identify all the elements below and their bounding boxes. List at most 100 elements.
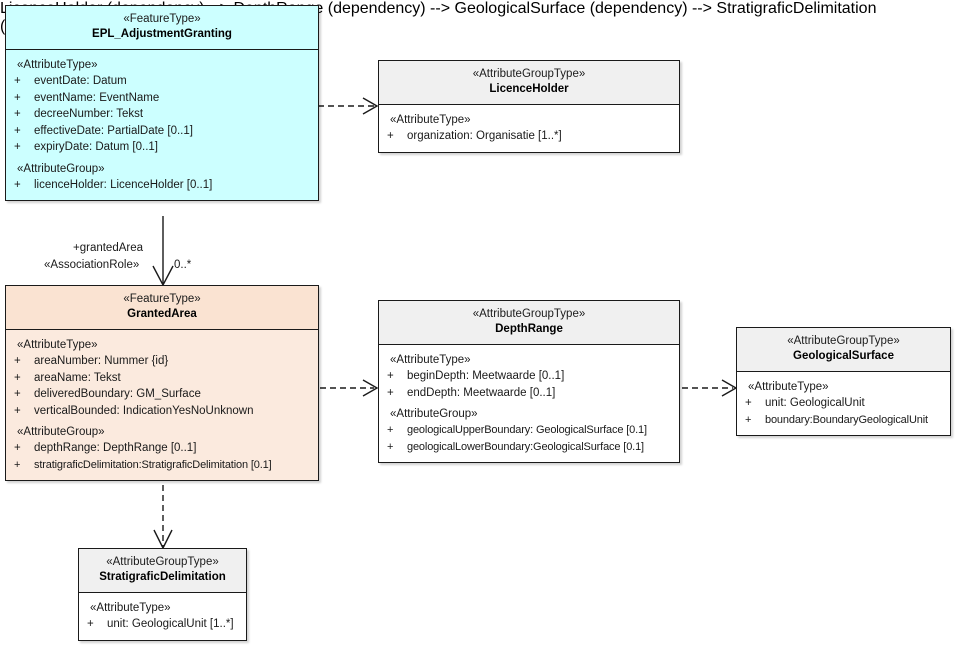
attribute-text: stratigraficDelimitation:StratigraficDel… bbox=[34, 458, 272, 471]
attribute-text: unit: GeologicalUnit bbox=[765, 397, 865, 409]
connector-depth-range-to-geological-surface[interactable] bbox=[682, 373, 739, 403]
class-body-geological-surface: «AttributeType» +unit: GeologicalUnit + b… bbox=[737, 372, 950, 435]
attribute-visibility: + bbox=[387, 370, 394, 382]
compartment-label: «AttributeType» bbox=[748, 381, 829, 393]
attribute-row[interactable]: + geologicalUpperBoundary: GeologicalSurf… bbox=[379, 422, 679, 439]
compartment-label: «AttributeType» bbox=[17, 339, 98, 351]
class-body-depth-range: «AttributeType» + beginDepth: Meetwaarde … bbox=[379, 345, 679, 462]
attribute-row[interactable]: + endDepth: Meetwaarde [0..1] bbox=[379, 385, 679, 402]
attribute-row[interactable]: + stratigraficDelimitation:StratigraficDe… bbox=[6, 457, 318, 474]
attribute-row[interactable]: +unit: GeologicalUnit bbox=[737, 395, 950, 412]
attribute-visibility: + bbox=[14, 404, 21, 417]
attribute-row[interactable]: + decreeNumber: Tekst bbox=[6, 106, 318, 123]
attribute-row[interactable]: + licenceHolder: LicenceHolder [0..1] bbox=[6, 177, 318, 194]
attribute-text: unit: GeologicalUnit [1..*] bbox=[107, 618, 234, 630]
attribute-row[interactable]: + geologicalLowerBoundary:GeologicalSurfa… bbox=[379, 439, 679, 456]
attribute-visibility: + bbox=[14, 178, 21, 191]
connector-granted-area-to-stratigrafic-delimitation[interactable] bbox=[148, 485, 188, 551]
class-box-licence-holder[interactable]: «AttributeGroupType» LicenceHolder «Attr… bbox=[378, 60, 680, 153]
attribute-row[interactable]: +areaNumber: Nummer {id} bbox=[6, 353, 318, 370]
attribute-row[interactable]: + depthRange: DepthRange [0..1] bbox=[6, 440, 318, 457]
connector-granting-to-granted-area[interactable] bbox=[148, 216, 188, 288]
class-header-depth-range: «AttributeGroupType» DepthRange bbox=[379, 301, 679, 345]
connector-granting-to-licence-holder[interactable] bbox=[318, 90, 380, 120]
attribute-row[interactable]: +areaName: Tekst bbox=[6, 370, 318, 387]
class-header-stratigrafic-delimitation: «AttributeGroupType» StratigraficDelimit… bbox=[79, 549, 246, 593]
attribute-visibility: + bbox=[14, 141, 21, 153]
attribute-visibility: + bbox=[387, 130, 394, 142]
attribute-visibility: + bbox=[14, 458, 21, 471]
attribute-text: areaNumber: Nummer {id} bbox=[34, 355, 169, 367]
compartment-label: «AttributeGroup» bbox=[390, 408, 478, 420]
class-name: GrantedArea bbox=[127, 308, 197, 320]
association-multiplicity-label: 0..* bbox=[174, 259, 192, 271]
class-box-depth-range[interactable]: «AttributeGroupType» DepthRange «Attribu… bbox=[378, 300, 680, 463]
class-name: LicenceHolder bbox=[489, 83, 569, 95]
class-header-licence-holder: «AttributeGroupType» LicenceHolder bbox=[379, 61, 679, 105]
attribute-visibility: + bbox=[14, 371, 21, 384]
attribute-visibility: + bbox=[14, 108, 21, 120]
attribute-row[interactable]: + eventDate: Datum bbox=[6, 73, 318, 90]
class-name: DepthRange bbox=[495, 323, 563, 335]
attribute-text: effectiveDate: PartialDate [0..1] bbox=[34, 124, 193, 137]
connector-granted-area-to-depth-range[interactable] bbox=[320, 373, 380, 403]
attribute-visibility: + bbox=[14, 75, 21, 87]
attribute-row[interactable]: + verticalBounded: IndicationYesNoUnknown bbox=[6, 403, 318, 420]
attribute-text: beginDepth: Meetwaarde [0..1] bbox=[407, 370, 565, 382]
attribute-text: verticalBounded: IndicationYesNoUnknown bbox=[34, 404, 254, 417]
class-stereotype: «AttributeGroupType» bbox=[472, 308, 586, 320]
attribute-visibility: + bbox=[14, 124, 21, 137]
attribute-row[interactable]: + beginDepth: Meetwaarde [0..1] bbox=[379, 368, 679, 385]
attribute-visibility: + bbox=[387, 386, 394, 399]
compartment-label: «AttributeGroup» bbox=[17, 426, 105, 438]
attribute-text: boundary:BoundaryGeologicalUnit bbox=[765, 413, 928, 426]
class-box-geological-surface[interactable]: «AttributeGroupType» GeologicalSurface «… bbox=[736, 327, 951, 436]
attribute-row[interactable]: + organization: Organisatie [1..*] bbox=[379, 128, 679, 145]
class-box-epl-adjustment-granting[interactable]: «FeatureType» EPL_AdjustmentGranting «At… bbox=[5, 5, 319, 201]
attribute-visibility: + bbox=[745, 413, 752, 426]
attribute-row[interactable]: + unit: GeologicalUnit [1..*] bbox=[79, 616, 246, 633]
attribute-text: geologicalUpperBoundary: GeologicalSurfa… bbox=[407, 424, 647, 436]
attribute-text: eventName: EventName bbox=[34, 91, 160, 104]
attribute-text: deliveredBoundary: GM_Surface bbox=[34, 388, 201, 400]
compartment-label: «AttributeType» bbox=[90, 602, 171, 614]
attribute-row[interactable]: + effectiveDate: PartialDate [0..1] bbox=[6, 123, 318, 140]
class-stereotype: «AttributeGroupType» bbox=[787, 335, 900, 347]
compartment-label: «AttributeType» bbox=[17, 59, 98, 71]
attribute-row[interactable]: +deliveredBoundary: GM_Surface bbox=[6, 386, 318, 403]
class-body-stratigrafic-delimitation: «AttributeType» + unit: GeologicalUnit [1… bbox=[79, 593, 246, 640]
class-header-geological-surface: «AttributeGroupType» GeologicalSurface bbox=[737, 328, 950, 372]
attribute-visibility: + bbox=[14, 91, 21, 104]
attribute-text: eventDate: Datum bbox=[34, 75, 127, 87]
class-name: GeologicalSurface bbox=[793, 350, 894, 362]
attribute-row[interactable]: + boundary:BoundaryGeologicalUnit bbox=[737, 412, 950, 429]
class-name: EPL_AdjustmentGranting bbox=[92, 28, 232, 40]
attribute-visibility: + bbox=[387, 424, 394, 436]
class-body-granted-area: «AttributeType» +areaNumber: Nummer {id}… bbox=[6, 330, 318, 480]
compartment-label: «AttributeType» bbox=[390, 114, 471, 126]
attribute-visibility: + bbox=[14, 442, 21, 454]
class-header-granted-area: «FeatureType» GrantedArea bbox=[6, 286, 318, 330]
class-body-licence-holder: «AttributeType» + organization: Organisat… bbox=[379, 105, 679, 152]
class-name: StratigraficDelimitation bbox=[99, 571, 226, 583]
class-stereotype: «AttributeGroupType» bbox=[472, 68, 586, 80]
compartment-label: «AttributeType» bbox=[390, 354, 471, 366]
class-box-stratigrafic-delimitation[interactable]: «AttributeGroupType» StratigraficDelimit… bbox=[78, 548, 247, 641]
class-stereotype: «FeatureType» bbox=[123, 293, 201, 305]
attribute-visibility: + bbox=[387, 440, 394, 453]
attribute-row[interactable]: + expiryDate: Datum [0..1] bbox=[6, 139, 318, 156]
attribute-text: decreeNumber: Tekst bbox=[34, 108, 144, 120]
attribute-text: endDepth: Meetwaarde [0..1] bbox=[407, 386, 556, 399]
class-box-granted-area[interactable]: «FeatureType» GrantedArea «AttributeType… bbox=[5, 285, 319, 481]
attribute-visibility: + bbox=[87, 618, 94, 630]
compartment-label: «AttributeGroup» bbox=[17, 162, 105, 175]
attribute-text: geologicalLowerBoundary:GeologicalSurfac… bbox=[407, 440, 644, 453]
attribute-row[interactable]: + eventName: EventName bbox=[6, 90, 318, 107]
association-role-name: +grantedArea bbox=[73, 242, 144, 254]
class-body-epl-adjustment-granting: «AttributeType» + eventDate: Datum + event… bbox=[6, 50, 318, 200]
class-header-epl-adjustment-granting: «FeatureType» EPL_AdjustmentGranting bbox=[6, 6, 318, 50]
attribute-text: organization: Organisatie [1..*] bbox=[407, 130, 562, 142]
attribute-text: licenceHolder: LicenceHolder [0..1] bbox=[34, 178, 213, 191]
attribute-text: expiryDate: Datum [0..1] bbox=[34, 141, 158, 153]
attribute-text: depthRange: DepthRange [0..1] bbox=[34, 442, 197, 454]
